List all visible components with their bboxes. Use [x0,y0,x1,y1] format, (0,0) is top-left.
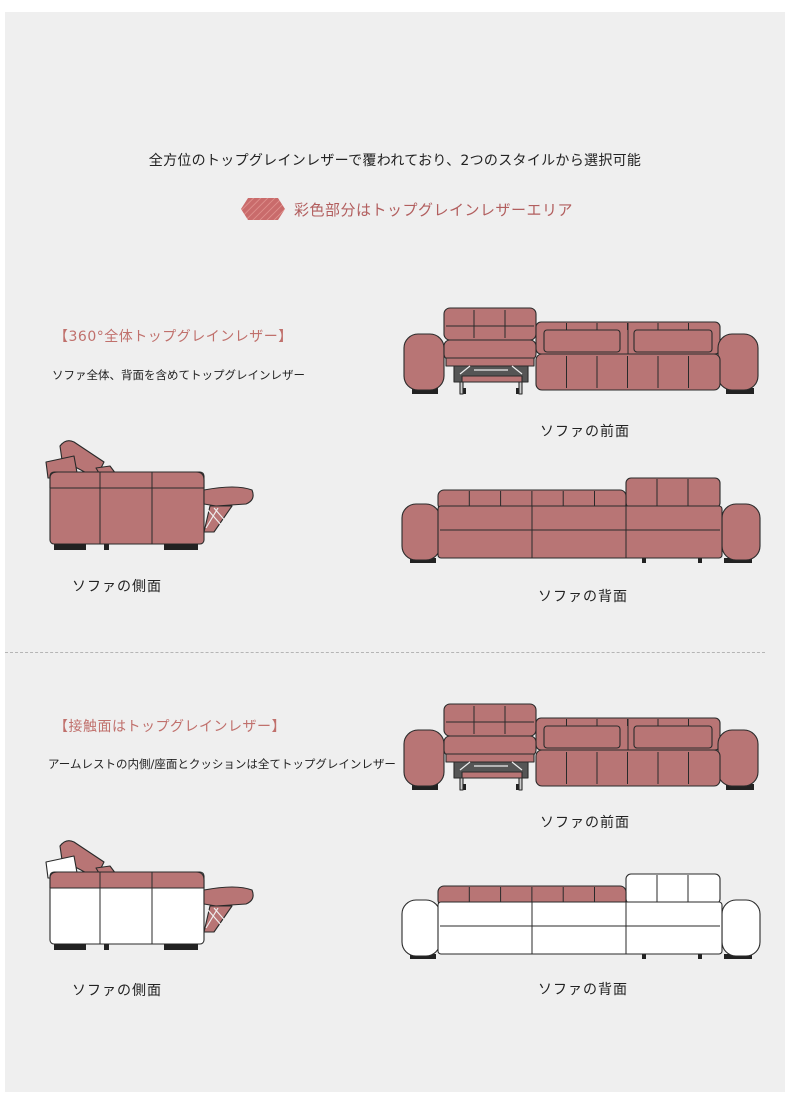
section-1-front-view [403,307,760,398]
section-1-front-caption: ソファの前面 [540,424,630,440]
section-1-back-view [401,476,761,564]
section-2-side-view [45,838,256,953]
section-2-front-caption: ソファの前面 [540,815,630,831]
section-2-title: 【接触面はトップグレインレザー】 [54,719,286,735]
section-2-side-caption: ソファの側面 [72,983,162,999]
section-divider [5,652,765,653]
section-2-back-caption: ソファの背面 [538,982,628,998]
section-2-front-view [403,703,760,794]
legend-label: 彩色部分はトップグレインレザーエリア [294,200,574,219]
section-1-side-view [45,438,256,553]
section-1-back-caption: ソファの背面 [538,589,628,605]
section-2-description: アームレストの内側/座面とクッションは全てトップグレインレザー [48,757,396,771]
section-1-description: ソファ全体、背面を含めてトップグレインレザー [52,368,305,382]
headline: 全方位のトップグレインレザーで覆われており、2つのスタイルから選択可能 [148,153,642,169]
section-1-title: 【360°全体トップグレインレザー】 [54,329,293,345]
legend: 彩色部分はトップグレインレザーエリア [240,197,573,221]
leather-swatch-icon [241,198,285,220]
section-1-side-caption: ソファの側面 [72,579,162,595]
section-2-back-view [401,872,761,962]
